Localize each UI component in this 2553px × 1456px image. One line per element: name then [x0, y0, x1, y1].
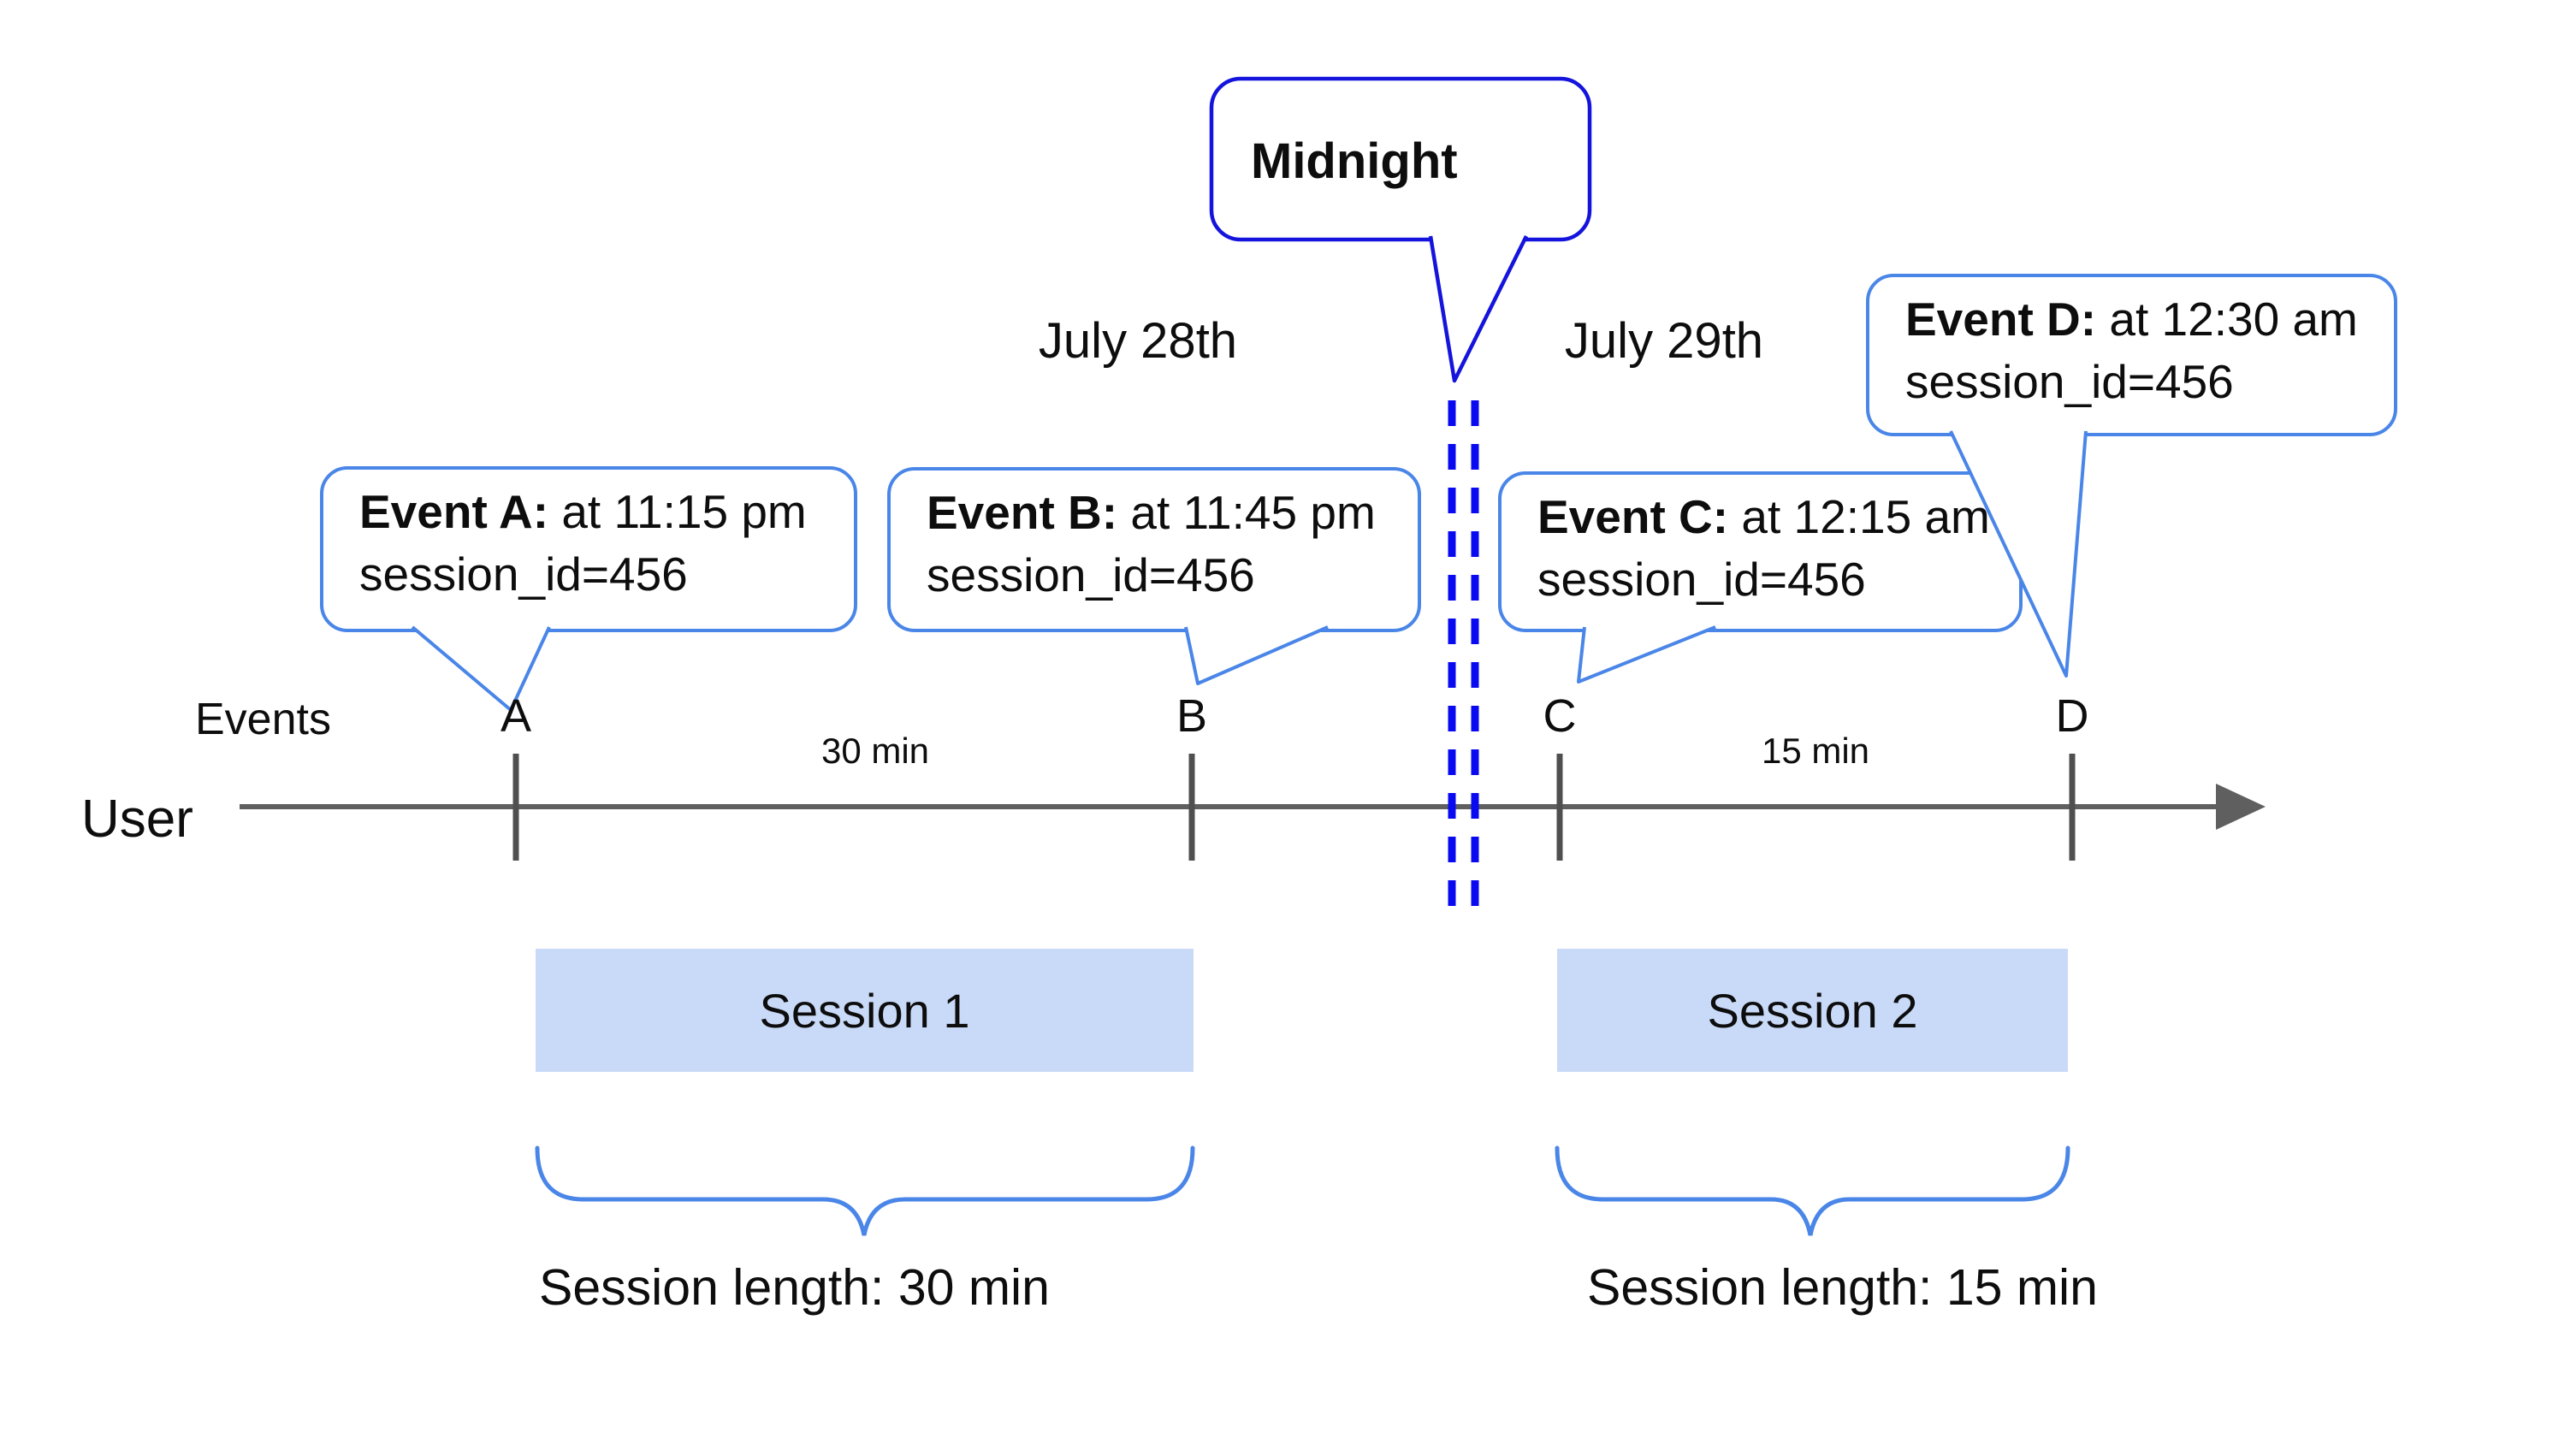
session-2-brace [1555, 1145, 2070, 1236]
event-b-callout-line2: session_id=456 [927, 548, 1255, 601]
user-row-label: User [81, 790, 193, 849]
session-2-label: Session 2 [1707, 983, 1918, 1038]
event-letter-d: D [2055, 690, 2089, 742]
events-row-label: Events [195, 695, 331, 744]
midnight-callout-shape [1209, 76, 1592, 383]
event-letter-a: A [500, 690, 532, 742]
event-letter-c: C [1543, 690, 1577, 742]
event-a-callout-line2: session_id=456 [359, 547, 688, 601]
date-label-july-28: July 28th [1038, 313, 1238, 369]
event-a-callout: Event A: at 11:15 pm session_id=456 [359, 481, 807, 606]
event-d-callout: Event D: at 12:30 am session_id=456 [1905, 288, 2358, 413]
event-b-callout: Event B: at 11:45 pm session_id=456 [927, 482, 1376, 607]
event-d-callout-line2: session_id=456 [1905, 355, 2234, 408]
event-d-callout-shape [1866, 274, 2397, 678]
event-c-callout-line2: session_id=456 [1537, 553, 1866, 606]
event-d-callout-line1: Event D: at 12:30 am [1905, 293, 2358, 346]
right-arrow-icon [2216, 784, 2266, 830]
event-b-callout-line1: Event B: at 11:45 pm [927, 486, 1376, 539]
session-1-length-label: Session length: 30 min [539, 1259, 1050, 1316]
session-2-length-label: Session length: 15 min [1587, 1259, 2098, 1316]
event-a-callout-line1: Event A: at 11:15 pm [359, 485, 807, 538]
event-c-callout-line1: Event C: at 12:15 am [1537, 490, 1990, 543]
interval-label-15min: 15 min [1761, 731, 1870, 771]
interval-label-30min: 30 min [820, 731, 930, 771]
event-a-callout-shape [320, 466, 857, 712]
date-label-july-29: July 29th [1564, 313, 1764, 369]
event-c-callout-shape [1498, 471, 2023, 684]
event-c-callout: Event C: at 12:15 am session_id=456 [1537, 486, 1990, 611]
session-1-brace [535, 1145, 1195, 1236]
session-1-box: Session 1 [536, 949, 1194, 1072]
event-letter-b: B [1176, 690, 1208, 742]
midnight-label: Midnight [1251, 133, 1458, 189]
session-1-label: Session 1 [759, 983, 970, 1038]
session-2-box: Session 2 [1557, 949, 2068, 1072]
event-b-callout-shape [887, 467, 1421, 685]
